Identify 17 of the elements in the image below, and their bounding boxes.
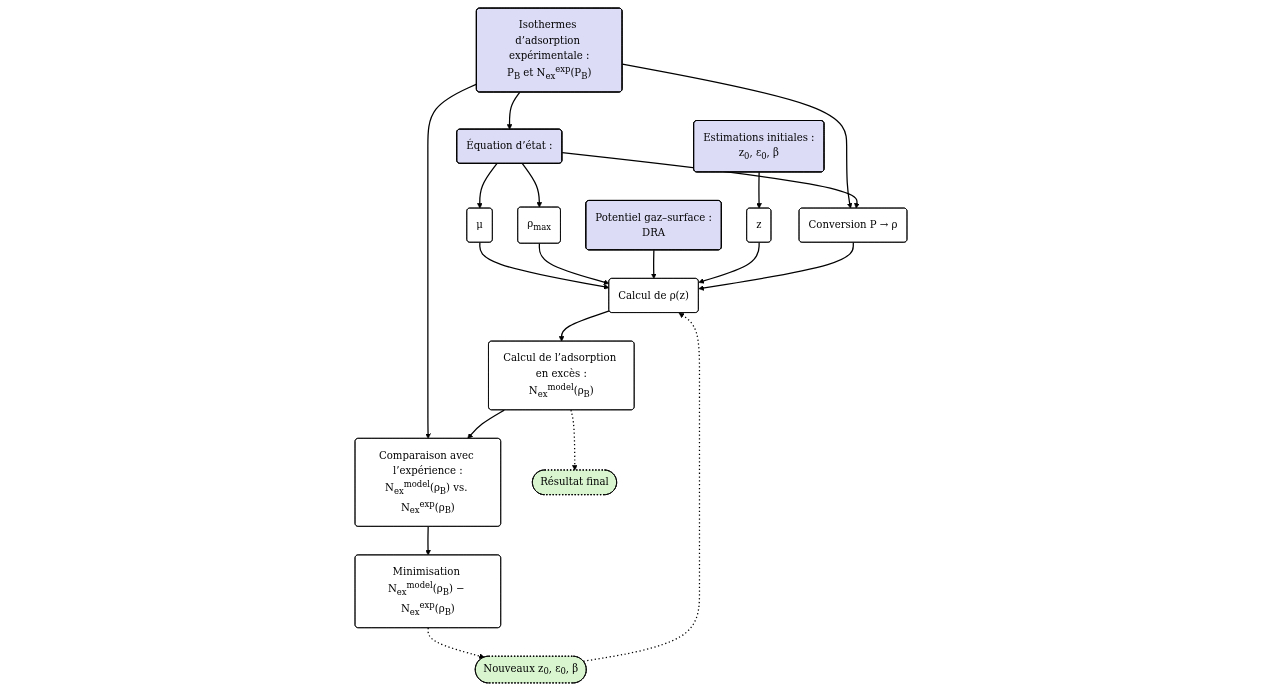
arrow [621, 63, 853, 209]
arrow [506, 91, 521, 130]
arrow [698, 241, 854, 291]
arrow [650, 249, 657, 279]
arrow [479, 241, 610, 290]
arrow [425, 83, 478, 439]
arrow [467, 409, 505, 439]
arrow [698, 241, 760, 284]
arrow [570, 409, 578, 471]
arrow [477, 163, 498, 209]
arrow [521, 163, 543, 208]
arrow [756, 171, 762, 209]
arrow [427, 627, 485, 659]
arrow [558, 310, 610, 342]
arrow [538, 242, 610, 285]
arrow [561, 151, 860, 209]
arrow [425, 526, 431, 556]
